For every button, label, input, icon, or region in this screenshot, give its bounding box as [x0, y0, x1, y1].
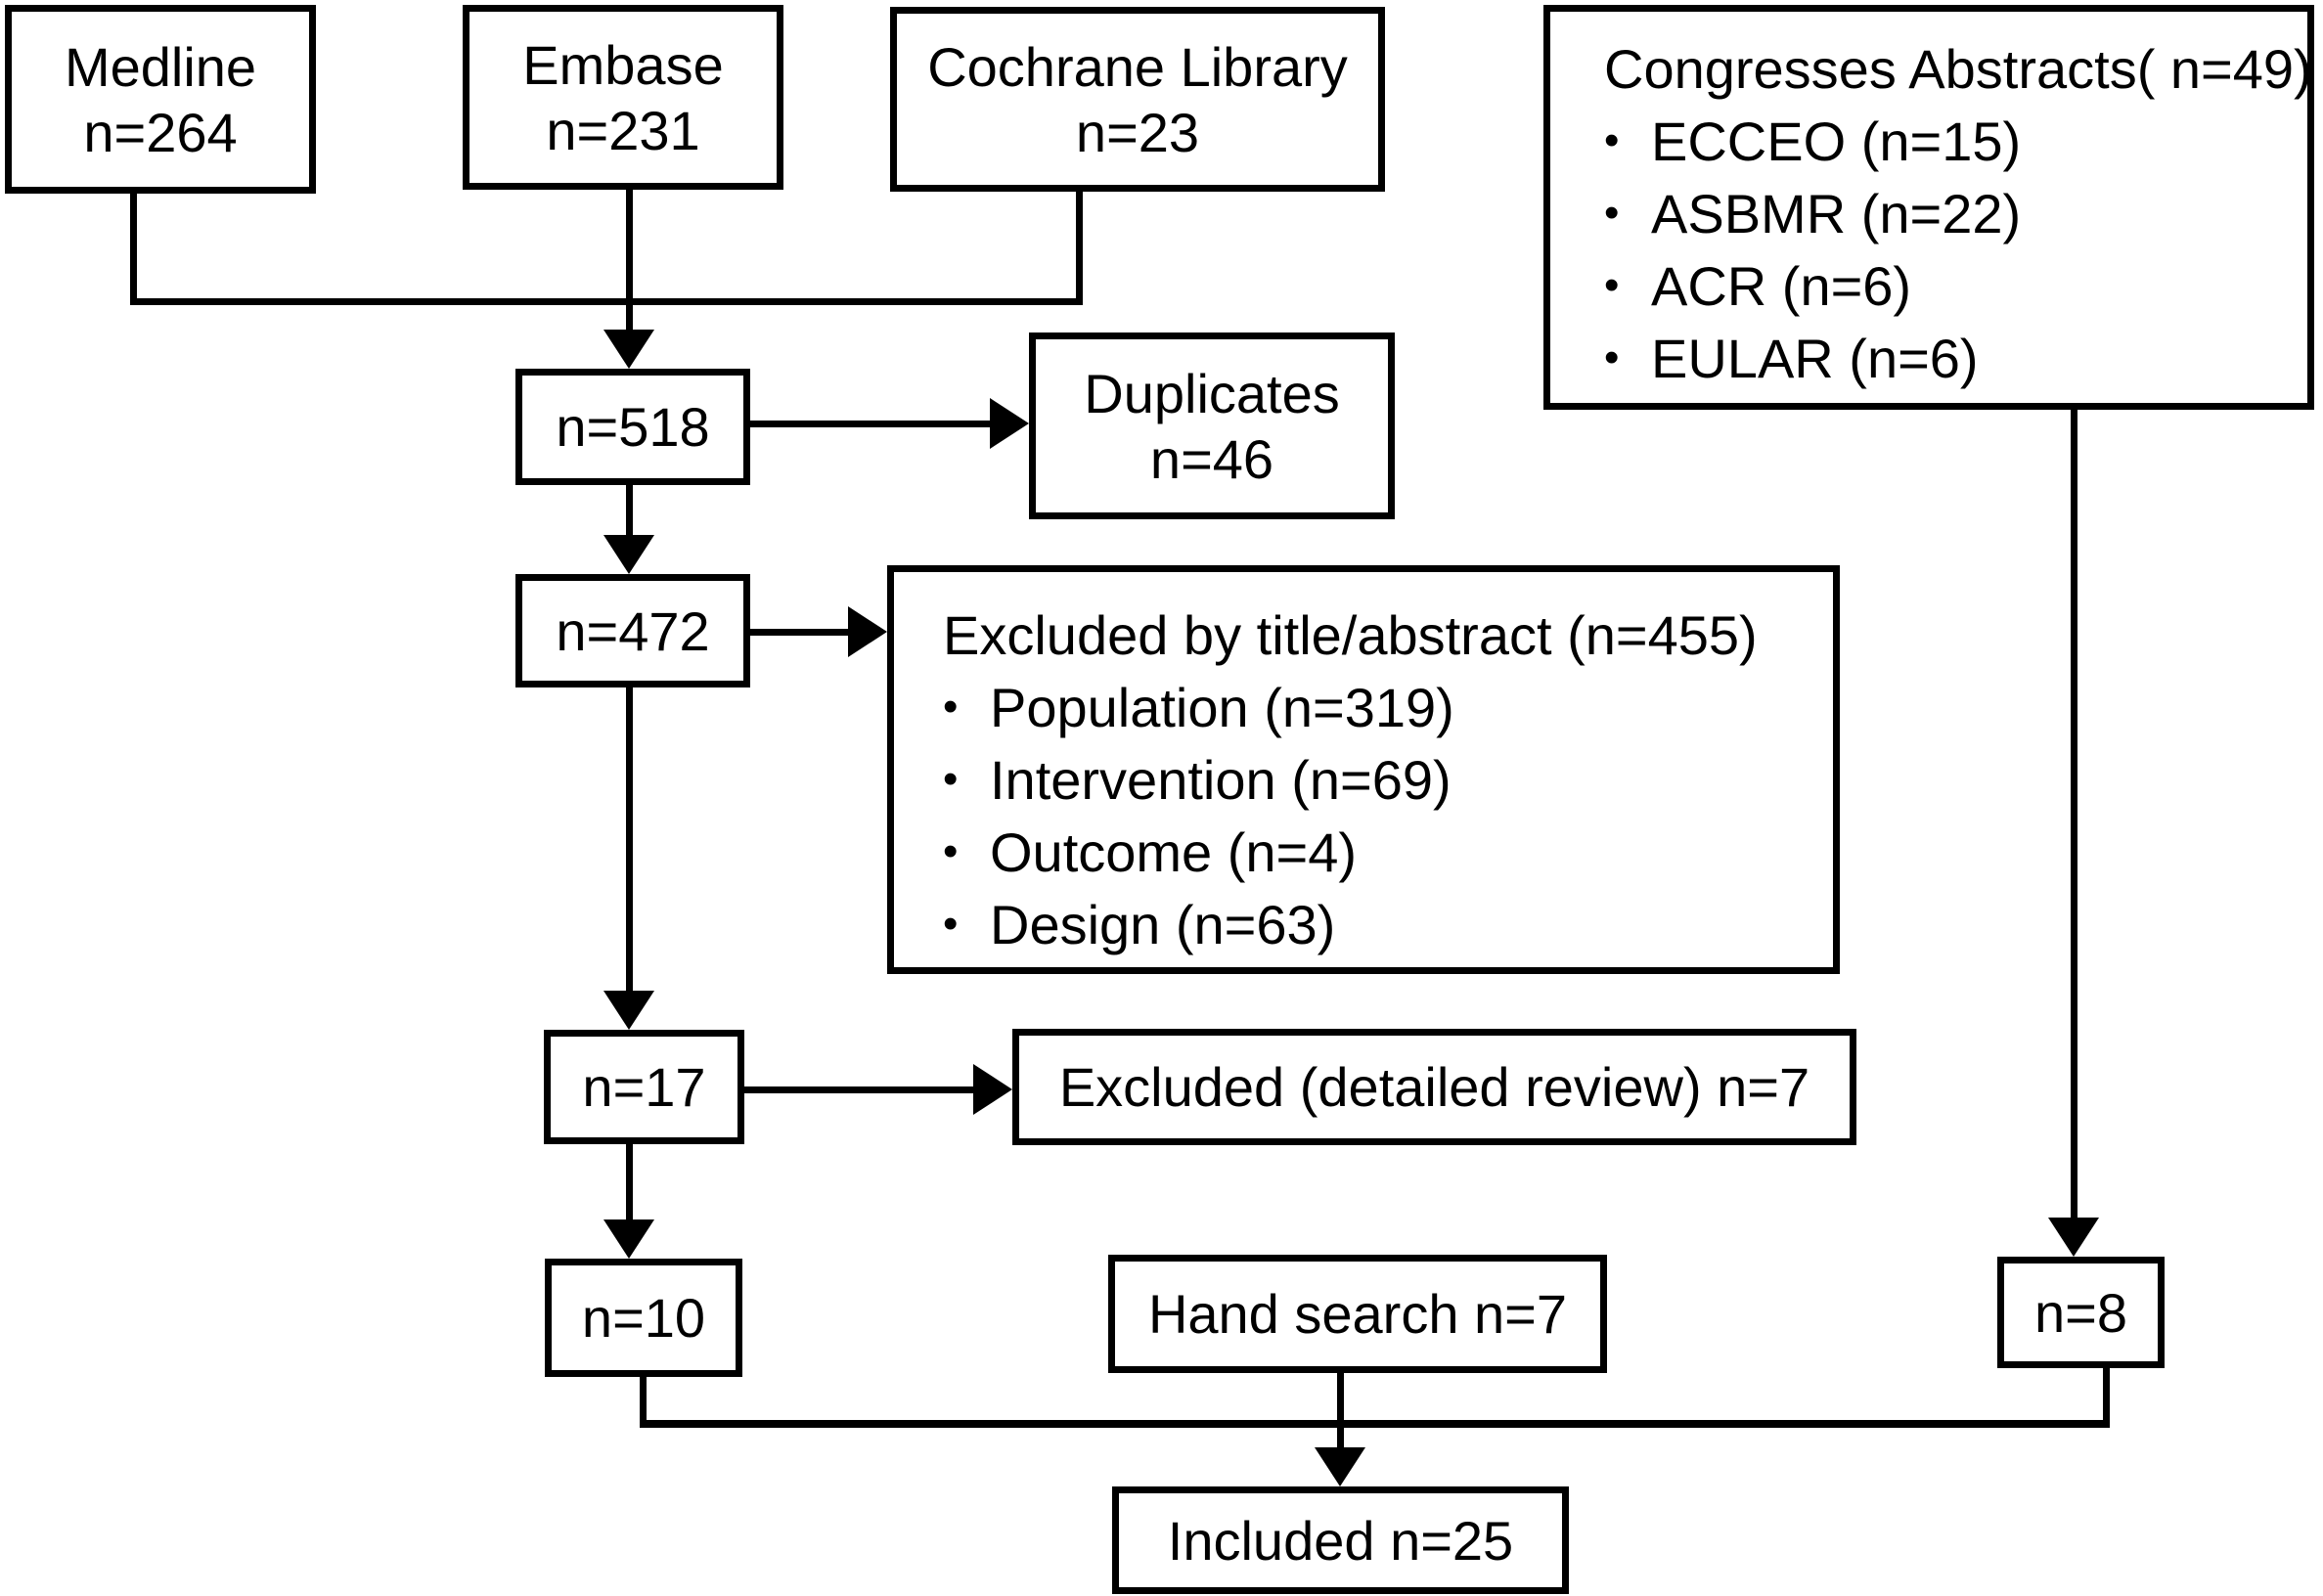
connector-cochrane-down [1076, 191, 1083, 305]
cochrane-library-box: Cochrane Library n=23 [890, 7, 1385, 192]
hand-search-label: Hand search n=7 [1147, 1283, 1568, 1345]
connector-detailed-down [626, 1143, 633, 1220]
connector-medline-down [130, 193, 137, 305]
retained-count: n=10 [581, 1287, 706, 1349]
medline-label: Medline [64, 35, 257, 98]
bullet-marker: • [1604, 189, 1620, 237]
arrowhead-into-screened [603, 535, 654, 574]
pooled-count: n=518 [556, 396, 710, 458]
connector-screened-down [626, 687, 633, 992]
list-item-label: Outcome (n=4) [990, 821, 1358, 883]
connector-merge-to-included [1337, 1423, 1344, 1450]
bullet-marker: • [1604, 261, 1620, 309]
connector-to-duplicates [748, 421, 993, 427]
congresses-abstracts-box: Congresses Abstracts( n=49) • ECCEO (n=15… [1543, 5, 2314, 410]
connector-to-excluded-title [748, 629, 851, 636]
connector-hand-to-merge [1337, 1372, 1344, 1428]
arrowhead-into-pooled [603, 330, 654, 369]
list-item-label: Population (n=319) [990, 677, 1454, 738]
bullet-marker: • [943, 827, 959, 875]
duplicates-label: Duplicates [1084, 362, 1340, 424]
excluded-title-abstract-box: Excluded by title/abstract (n=455) • Popu… [887, 565, 1840, 974]
arrowhead-into-excluded-title [848, 606, 887, 657]
medline-count: n=264 [83, 101, 238, 163]
arrowhead-into-detailed-review [603, 991, 654, 1030]
embase-box: Embase n=231 [463, 5, 783, 190]
arrowhead-into-retained [603, 1219, 654, 1259]
connector-congresses-down [2071, 409, 2077, 1218]
hand-search-box: Hand search n=7 [1108, 1255, 1607, 1373]
medline-box: Medline n=264 [5, 5, 316, 194]
list-item-label: ACR (n=6) [1651, 255, 1912, 317]
bullet-marker: • [943, 900, 959, 948]
embase-count: n=231 [546, 99, 700, 161]
arrowhead-into-duplicates [990, 398, 1029, 449]
arrowhead-into-congress-included [2048, 1218, 2099, 1257]
list-item-intervention: • Intervention (n=69) [943, 743, 1452, 816]
connector-top-horizontal [130, 298, 1083, 305]
pooled-records-box: n=518 [515, 369, 750, 485]
list-item-outcome: • Outcome (n=4) [943, 816, 1357, 888]
retained-records-box: n=10 [545, 1259, 742, 1377]
included-box: Included n=25 [1112, 1486, 1569, 1594]
arrowhead-into-excluded-detailed [973, 1064, 1012, 1115]
congress-included-count: n=8 [2034, 1281, 2127, 1344]
excluded-detailed-label: Excluded (detailed review) n=7 [1058, 1056, 1810, 1118]
detailed-review-count: n=17 [582, 1056, 706, 1118]
included-label: Included n=25 [1167, 1509, 1514, 1572]
connector-to-excluded-detailed [743, 1086, 976, 1093]
congresses-title: Congresses Abstracts( n=49) [1604, 38, 2312, 100]
list-item-asbmr: • ASBMR (n=22) [1604, 177, 2021, 249]
arrowhead-into-included [1315, 1447, 1365, 1486]
list-item-population: • Population (n=319) [943, 671, 1454, 743]
congress-included-box: n=8 [1997, 1257, 2165, 1368]
bullet-marker: • [1604, 333, 1620, 381]
list-item-label: ASBMR (n=22) [1651, 183, 2022, 244]
connector-retained-to-merge [640, 1376, 647, 1428]
cochrane-count: n=23 [1075, 101, 1200, 163]
embase-label: Embase [522, 33, 724, 96]
list-item-label: Design (n=63) [990, 894, 1336, 955]
list-item-eular: • EULAR (n=6) [1604, 322, 1979, 394]
list-item-ecceo: • ECCEO (n=15) [1604, 105, 2021, 177]
excluded-title: Excluded by title/abstract (n=455) [943, 604, 1758, 666]
connector-embase-down [626, 189, 633, 330]
detailed-review-box: n=17 [544, 1030, 744, 1144]
cochrane-label: Cochrane Library [927, 35, 1348, 98]
connector-n8-to-merge [2103, 1367, 2110, 1428]
excluded-detailed-review-box: Excluded (detailed review) n=7 [1012, 1029, 1856, 1145]
list-item-acr: • ACR (n=6) [1604, 249, 1911, 322]
connector-pooled-down [626, 484, 633, 538]
list-item-label: Intervention (n=69) [990, 749, 1452, 811]
list-item-label: ECCEO (n=15) [1651, 111, 2022, 172]
bullet-marker: • [943, 683, 959, 731]
duplicates-box: Duplicates n=46 [1029, 332, 1395, 519]
screened-count: n=472 [556, 599, 710, 662]
bullet-marker: • [943, 755, 959, 803]
list-item-design: • Design (n=63) [943, 888, 1335, 960]
duplicates-count: n=46 [1149, 427, 1274, 490]
bullet-marker: • [1604, 116, 1620, 164]
screened-records-box: n=472 [515, 574, 750, 687]
list-item-label: EULAR (n=6) [1651, 328, 1979, 389]
connector-merge-horizontal [640, 1420, 2110, 1428]
